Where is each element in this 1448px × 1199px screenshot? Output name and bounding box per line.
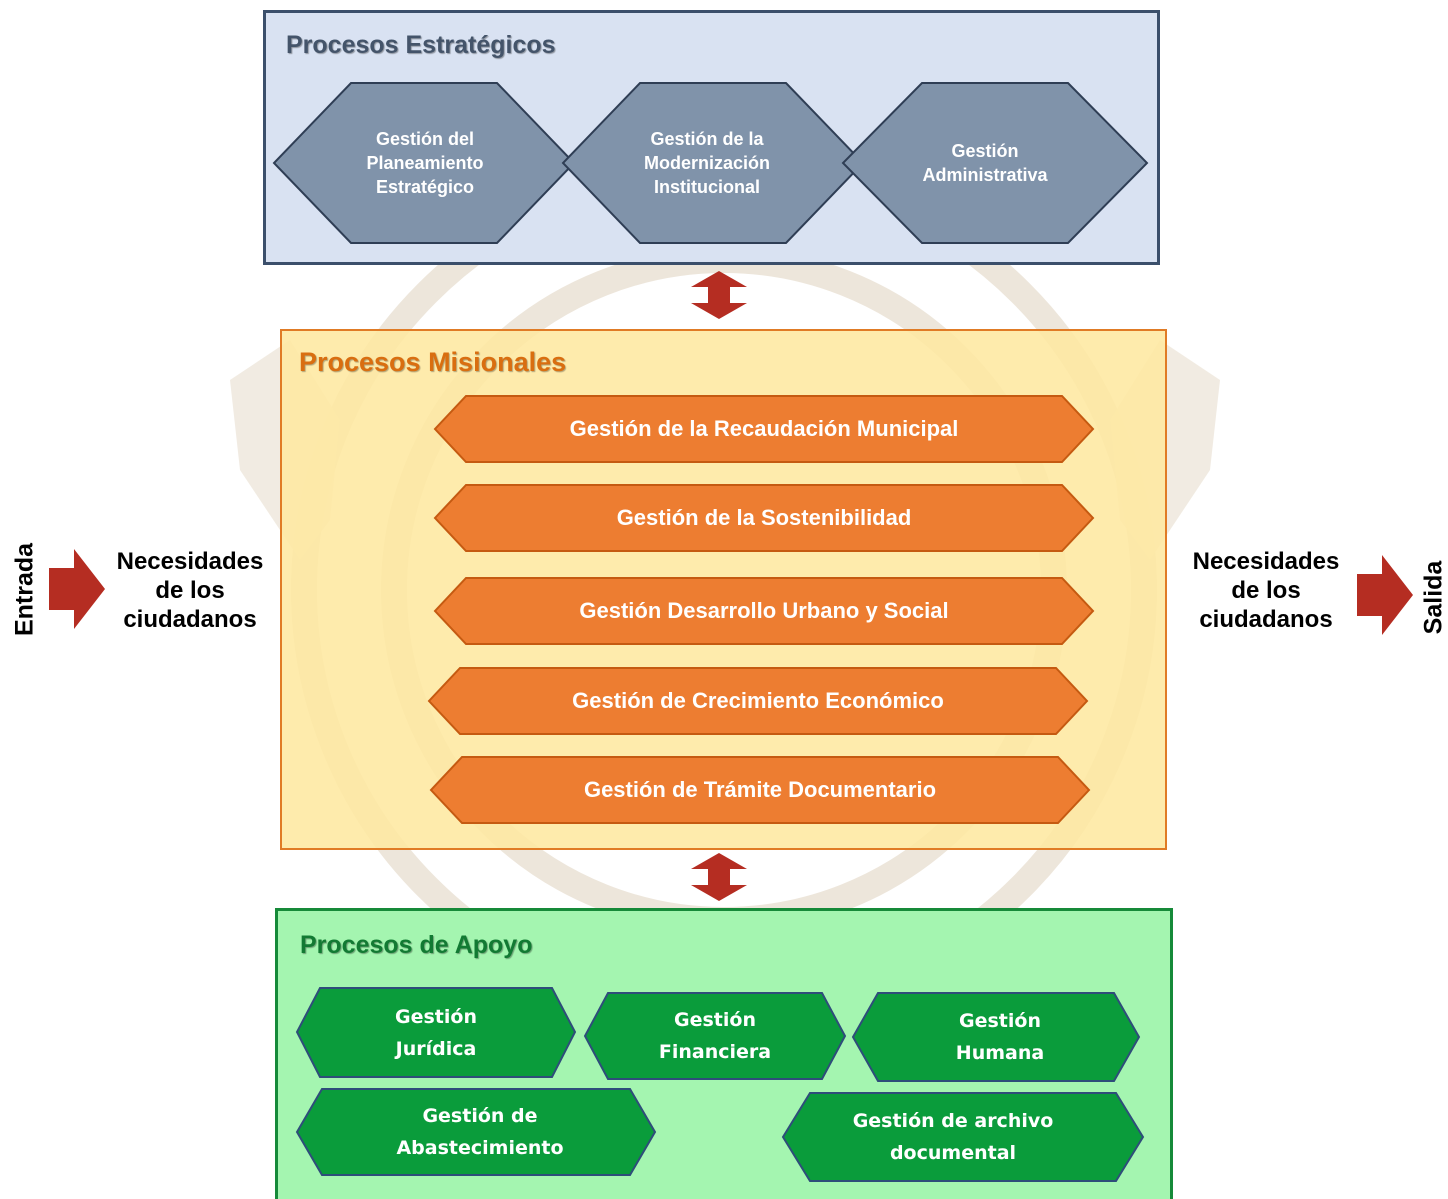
support-process-label: Gestión Humana bbox=[955, 1010, 1045, 1064]
missional-process-label: Gestión de la Recaudación Municipal bbox=[569, 416, 959, 441]
double-arrow-icon bbox=[691, 853, 747, 901]
support-process-label: Gestión Jurídica bbox=[395, 1005, 477, 1060]
missional-process-label: Gestión Desarrollo Urbano y Social bbox=[579, 598, 949, 623]
input-needs-text: Necesidades de los ciudadanos bbox=[116, 548, 264, 633]
support-process-label: Gestión Financiera bbox=[658, 1009, 772, 1063]
missional-process-shape bbox=[433, 395, 1095, 463]
support-process-shape bbox=[781, 1092, 1145, 1182]
missional-process-shape bbox=[429, 756, 1091, 824]
support-process-shape bbox=[295, 1088, 657, 1176]
output-label: Salida bbox=[1419, 560, 1448, 635]
missional-process-label: Gestión de Trámite Documentario bbox=[583, 777, 937, 802]
support-process-shape bbox=[295, 987, 577, 1078]
double-arrow-fill bbox=[691, 271, 747, 319]
strategic-processes-title: Procesos Estratégicos bbox=[286, 31, 556, 59]
missional-process-shape bbox=[433, 577, 1095, 645]
strategic-process-fill bbox=[561, 82, 865, 244]
support-process-label: Gestión de archivo documental bbox=[852, 1110, 1054, 1164]
double-arrow-fill bbox=[691, 853, 747, 901]
missional-process-shape bbox=[427, 667, 1089, 735]
support-process-label: Gestión de Abastecimiento bbox=[396, 1105, 564, 1159]
missional-processes-title: Procesos Misionales bbox=[299, 347, 567, 377]
missional-process-label: Gestión de la Sostenibilidad bbox=[616, 505, 912, 530]
double-arrow-icon bbox=[691, 271, 747, 319]
support-processes-title: Procesos de Apoyo bbox=[300, 931, 533, 959]
strategic-process-shape bbox=[272, 82, 576, 244]
strategic-process-label: Gestión del Planeamiento Estratégico bbox=[366, 129, 484, 197]
strategic-process-label: Gestión de la Modernización Instituciona… bbox=[643, 129, 770, 197]
support-process-shape bbox=[583, 992, 847, 1080]
missional-process-label: Gestión de Crecimiento Económico bbox=[572, 688, 944, 713]
strategic-process-fill bbox=[841, 82, 1149, 244]
output-needs-text: Necesidades de los ciudadanos bbox=[1192, 548, 1340, 633]
strategic-process-shape bbox=[841, 82, 1149, 244]
output-arrow-icon bbox=[1357, 555, 1413, 635]
input-arrow-icon bbox=[49, 549, 105, 629]
strategic-process-fill bbox=[272, 82, 576, 244]
support-process-shape bbox=[851, 992, 1141, 1082]
missional-process-shape bbox=[433, 484, 1095, 552]
strategic-process-shape bbox=[561, 82, 865, 244]
strategic-process-label: Gestión Administrativa bbox=[922, 141, 1048, 185]
input-label: Entrada bbox=[10, 542, 39, 637]
